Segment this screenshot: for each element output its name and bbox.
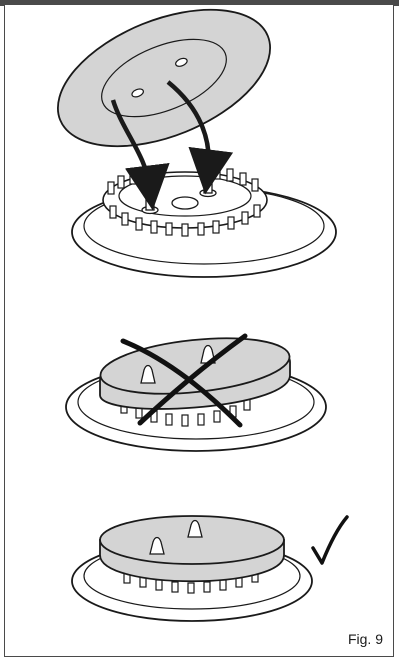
step-assemble [38,0,336,277]
step-correct [72,516,347,621]
burner-crown-inner [119,176,251,216]
checkmark-icon [313,517,347,563]
figure-label: Fig. 9 [348,631,383,647]
burner-cap-floating [38,0,289,174]
step-incorrect [66,330,326,451]
burner-center-hole [172,197,198,209]
correct-burner-cap [100,516,284,581]
